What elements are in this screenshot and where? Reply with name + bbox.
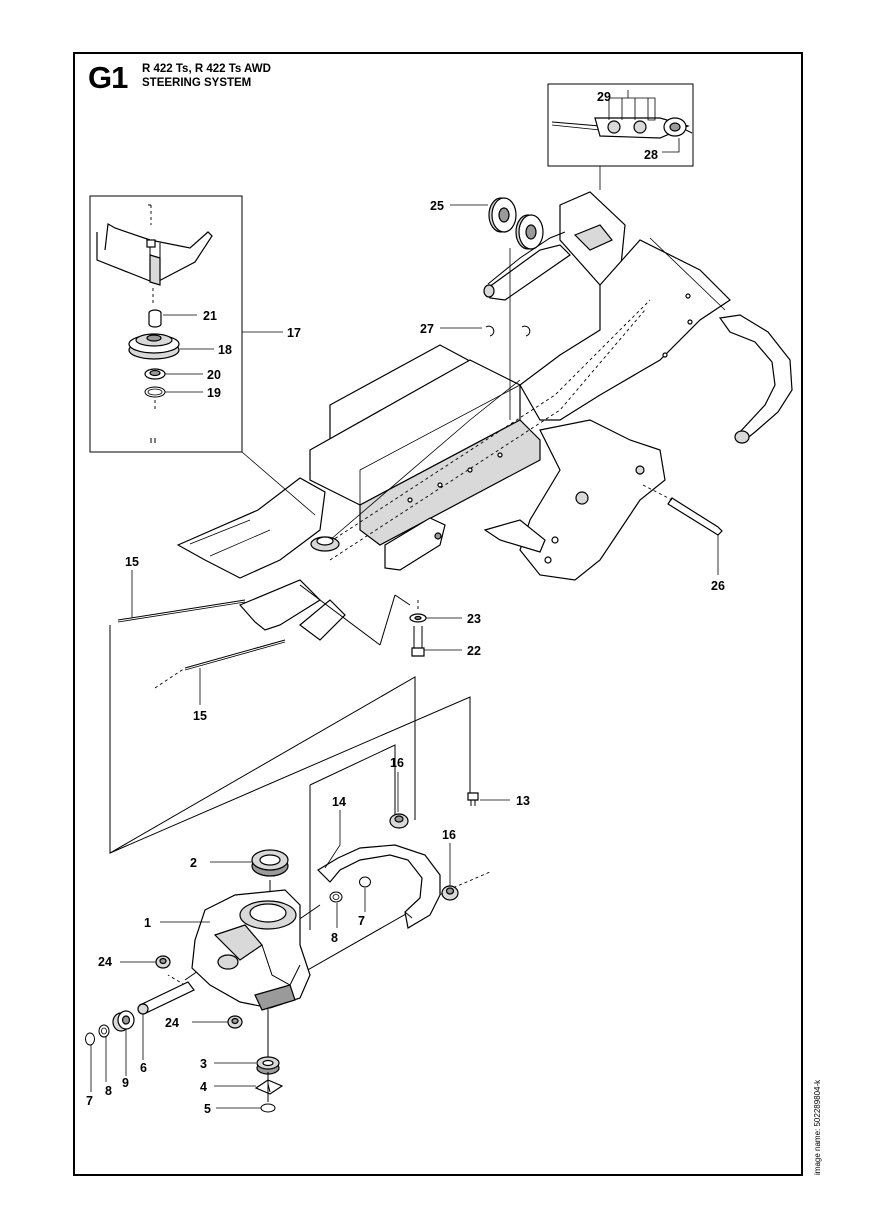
part-6-shaft — [137, 981, 195, 1015]
leader-lines — [90, 90, 719, 1109]
callout-7-left: 7 — [86, 1094, 93, 1108]
callout-17: 17 — [287, 326, 301, 340]
callout-18: 18 — [218, 343, 232, 357]
callout-25: 25 — [430, 199, 444, 213]
callout-2: 2 — [190, 856, 197, 870]
callout-9: 9 — [122, 1076, 129, 1090]
callout-14: 14 — [332, 795, 346, 809]
model-title: R 422 Ts, R 422 Ts AWD — [142, 63, 271, 75]
callout-1: 1 — [144, 916, 151, 930]
part-19-circlip — [144, 386, 166, 398]
part-23-washer — [409, 613, 427, 623]
callout-16-lower: 16 — [442, 828, 456, 842]
callout-8-left: 8 — [105, 1084, 112, 1098]
part-7-circlip-right — [359, 876, 371, 888]
callout-6: 6 — [140, 1061, 147, 1075]
callout-22: 22 — [467, 644, 481, 658]
part-4-washer — [254, 1079, 284, 1095]
part-27-clips — [485, 325, 531, 337]
part-9-bushing — [112, 1010, 135, 1032]
callout-3: 3 — [200, 1057, 207, 1071]
callout-28: 28 — [644, 148, 658, 162]
part-2-bearing — [251, 849, 289, 877]
part-24-nut-lower — [227, 1015, 243, 1029]
chassis-frame — [176, 191, 731, 641]
callout-7-right: 7 — [358, 914, 365, 928]
callout-15-lower: 15 — [193, 709, 207, 723]
part-7-circlip-left — [85, 1032, 95, 1046]
part-24-nut-upper — [155, 955, 171, 969]
callout-29: 29 — [597, 90, 611, 104]
part-3-bearing — [256, 1056, 280, 1075]
part-15-rods — [117, 599, 286, 689]
part-26-pin — [642, 484, 723, 536]
page-code: G1 — [88, 60, 128, 95]
callout-23: 23 — [467, 612, 481, 626]
callout-5: 5 — [204, 1102, 211, 1116]
part-13-screw — [467, 792, 479, 806]
part-1-housing — [191, 889, 311, 1011]
callout-4: 4 — [200, 1080, 207, 1094]
callout-21: 21 — [203, 309, 217, 323]
part-5-circlip — [260, 1103, 276, 1113]
part-8-washer-left — [98, 1024, 110, 1038]
callout-19: 19 — [207, 386, 221, 400]
callout-24-upper: 24 — [98, 955, 112, 969]
inset-box-17 — [89, 195, 243, 453]
part-20-bearing — [144, 368, 166, 380]
callout-20: 20 — [207, 368, 221, 382]
callout-26: 26 — [711, 579, 725, 593]
part-16-nut-upper — [389, 813, 409, 829]
inset-box-chain — [547, 83, 694, 167]
section-title: STEERING SYSTEM — [142, 77, 252, 89]
part-21-bushing — [148, 309, 162, 328]
steering-handle-bar — [649, 237, 793, 444]
part-8-washer-right — [329, 891, 343, 903]
part-18-pulley — [128, 333, 180, 360]
drawing-frame — [73, 52, 803, 1176]
part-16-nut-lower — [441, 885, 459, 901]
callout-27: 27 — [420, 322, 434, 336]
part-22-bolt — [411, 626, 425, 657]
callout-13: 13 — [516, 794, 530, 808]
part-14-bracket — [317, 844, 441, 929]
callout-16-upper: 16 — [390, 756, 404, 770]
callout-24-lower: 24 — [165, 1016, 179, 1030]
callout-15-upper: 15 — [125, 555, 139, 569]
callout-8-right: 8 — [331, 931, 338, 945]
part-25-pulleys — [488, 197, 544, 250]
callout-labels: 29 28 25 27 21 18 20 19 17 26 23 22 15 1… — [86, 90, 725, 1116]
